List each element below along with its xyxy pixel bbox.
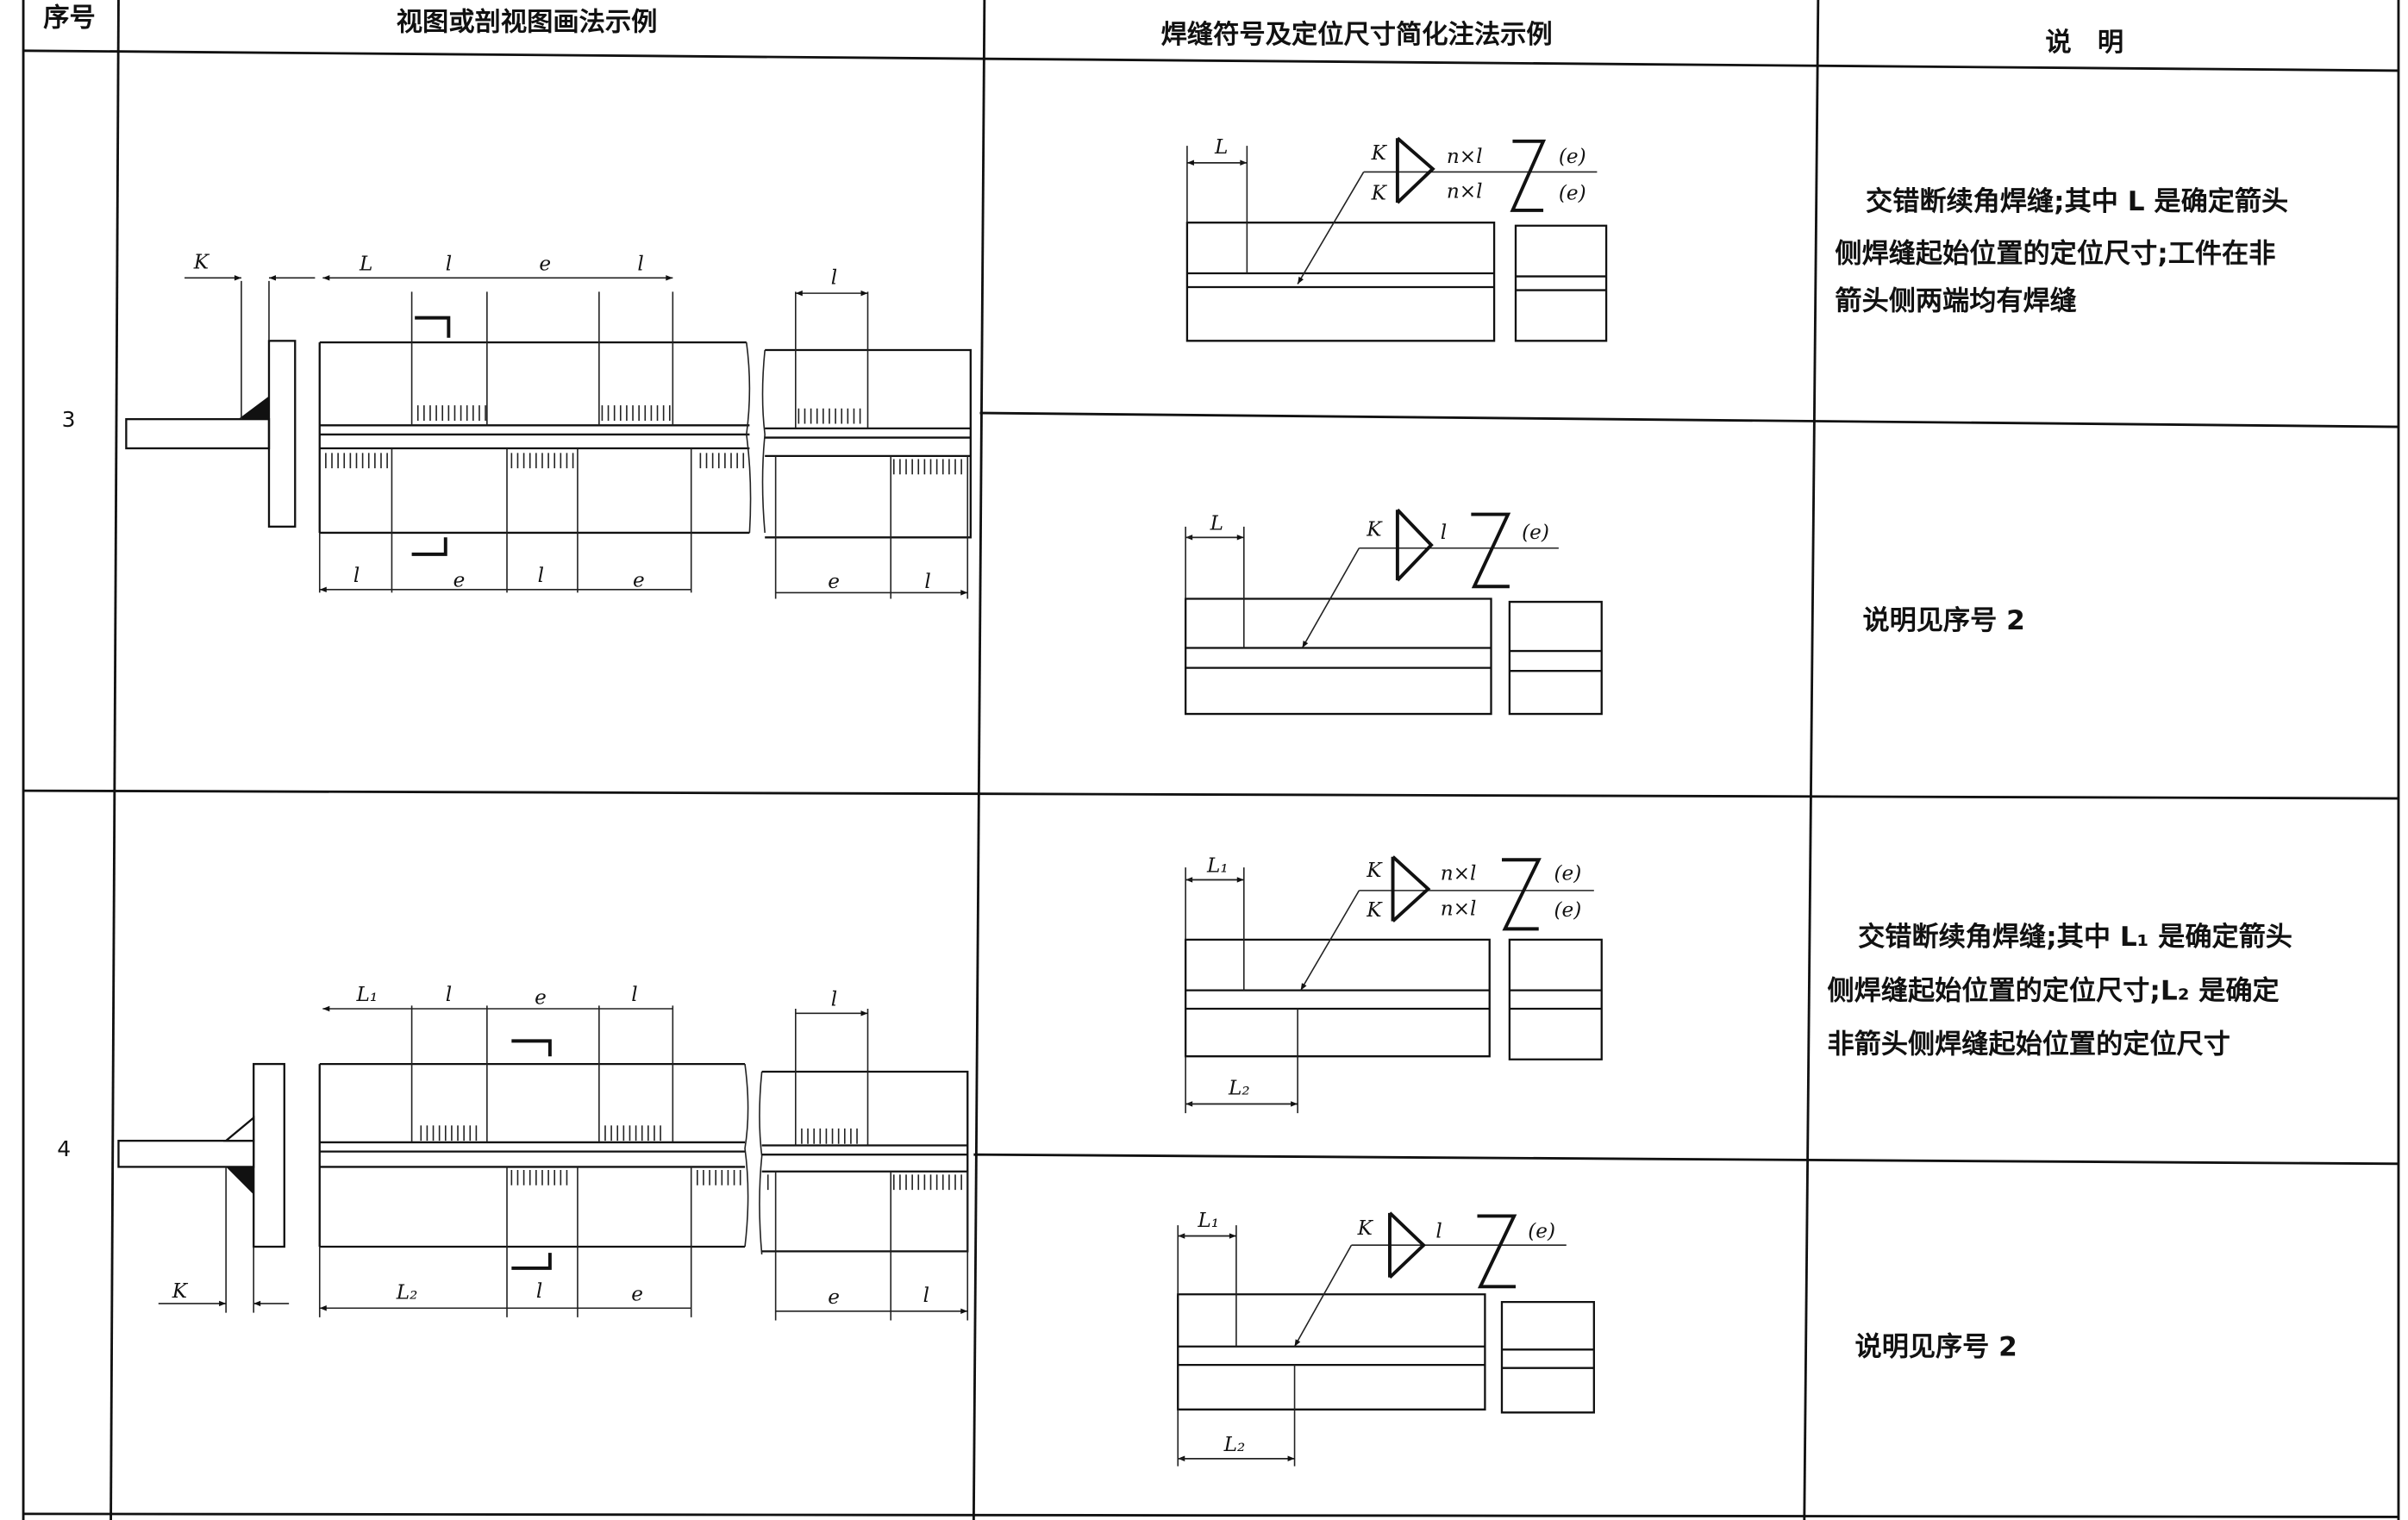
fillet-weld-mark — [226, 1167, 254, 1195]
dim-label: L₁ — [355, 984, 378, 1006]
dim-label: l — [536, 1280, 542, 1303]
row4-view-drawing: K L₁ l e l l L₂ l e e l — [117, 984, 967, 1321]
weld-label: (e) — [1559, 146, 1586, 168]
desc-line: 非箭头侧焊缝起始位置的定位尺寸 — [1828, 1029, 2230, 1060]
header-no: 序号 — [43, 2, 96, 33]
row3-description-b: 说明见序号 2 — [1862, 605, 2024, 636]
dim-label: e — [633, 569, 645, 591]
header-desc: 说 明 — [2045, 28, 2123, 58]
dim-label: e — [453, 569, 466, 591]
weld-label: n×l — [1447, 181, 1483, 203]
row3-symbol-simplified: L K l (e) — [1184, 508, 1603, 716]
row-number-4: 4 — [57, 1136, 71, 1161]
z-staggered-icon — [1501, 858, 1542, 931]
row3-symbol-staggered: L K K n×l n×l (e) (e) — [1185, 136, 1608, 342]
weld-label: K — [1366, 860, 1383, 882]
desc-line: 交错断续角焊缝;其中 L₁ 是确定箭头 — [1858, 922, 2292, 953]
row3-view-drawing: K L l e l l l e l e e l — [125, 252, 970, 599]
table-grid — [22, 0, 2400, 1520]
dim-K: K — [172, 1280, 189, 1303]
weld-label: n×l — [1441, 862, 1477, 885]
weld-label: K — [1371, 183, 1388, 205]
dim-label: l — [924, 571, 930, 593]
weld-label: (e) — [1554, 899, 1582, 922]
header-view: 视图或剖视图画法示例 — [397, 8, 658, 38]
weld-label: K — [1357, 1217, 1374, 1240]
dim-label: L₁ — [1197, 1210, 1219, 1232]
dim-label: l — [631, 984, 637, 1006]
row4-description-b: 说明见序号 2 — [1855, 1331, 2017, 1362]
weld-label: (e) — [1528, 1220, 1555, 1242]
row4-description-a: 交错断续角焊缝;其中 L₁ 是确定箭头 侧焊缝起始位置的定位尺寸;L₂ 是确定 … — [1828, 922, 2292, 1060]
dim-label: l — [353, 565, 360, 587]
dim-label: L₂ — [1228, 1078, 1250, 1100]
row4-symbol-staggered: L₁ L₂ K K n×l n×l (e) (e) — [1184, 854, 1603, 1114]
weld-label: l — [1435, 1220, 1442, 1242]
section-marks — [411, 316, 451, 556]
desc-line: 箭头侧两端均有焊缝 — [1835, 286, 2076, 317]
dim-label: e — [631, 1283, 643, 1305]
desc-line: 交错断续角焊缝;其中 L 是确定箭头 — [1866, 186, 2288, 217]
weld-label: K — [1366, 899, 1383, 922]
weld-label: n×l — [1441, 898, 1477, 920]
z-staggered-icon — [1510, 139, 1547, 212]
desc-line: 侧焊缝起始位置的定位尺寸;L₂ 是确定 — [1828, 975, 2280, 1006]
weld-label: (e) — [1559, 183, 1586, 205]
row3-description-a: 交错断续角焊缝;其中 L 是确定箭头 侧焊缝起始位置的定位尺寸;工件在非 箭头侧… — [1835, 186, 2288, 317]
dim-label: L — [1214, 136, 1228, 159]
dim-label: l — [446, 253, 452, 275]
dim-label: l — [446, 984, 452, 1006]
dim-label: L — [1210, 512, 1223, 535]
weld-label: K — [1371, 142, 1388, 165]
dim-label: e — [535, 987, 547, 1010]
dim-label: e — [828, 1286, 840, 1309]
dim-label: L₁ — [1206, 854, 1229, 877]
dim-label: l — [923, 1285, 929, 1307]
dim-label: e — [539, 253, 551, 275]
dim-K: K — [193, 252, 210, 274]
weld-label: (e) — [1522, 522, 1549, 544]
dim-label: L — [359, 253, 372, 275]
z-staggered-icon — [1477, 1214, 1517, 1289]
dim-label: e — [828, 571, 840, 593]
z-staggered-icon — [1471, 512, 1511, 589]
dim-label: L₂ — [396, 1282, 418, 1304]
header-symbol: 焊缝符号及定位尺寸简化注法示例 — [1161, 19, 1553, 50]
dim-label: l — [637, 253, 643, 275]
row-number-3: 3 — [62, 407, 76, 432]
desc-line: 侧焊缝起始位置的定位尺寸;工件在非 — [1835, 239, 2275, 270]
weld-label: n×l — [1447, 146, 1483, 168]
weld-label: K — [1366, 519, 1383, 541]
dim-label: L₂ — [1223, 1434, 1246, 1456]
weld-label: (e) — [1554, 862, 1582, 885]
dim-label: l — [831, 266, 837, 289]
row4-symbol-simplified: L₁ L₂ K l (e) — [1177, 1210, 1595, 1467]
weld-label: l — [1441, 522, 1447, 544]
dim-label: l — [538, 565, 544, 587]
dim-label: l — [831, 988, 837, 1010]
section-marks — [511, 1039, 552, 1270]
fillet-weld-mark — [238, 396, 269, 420]
